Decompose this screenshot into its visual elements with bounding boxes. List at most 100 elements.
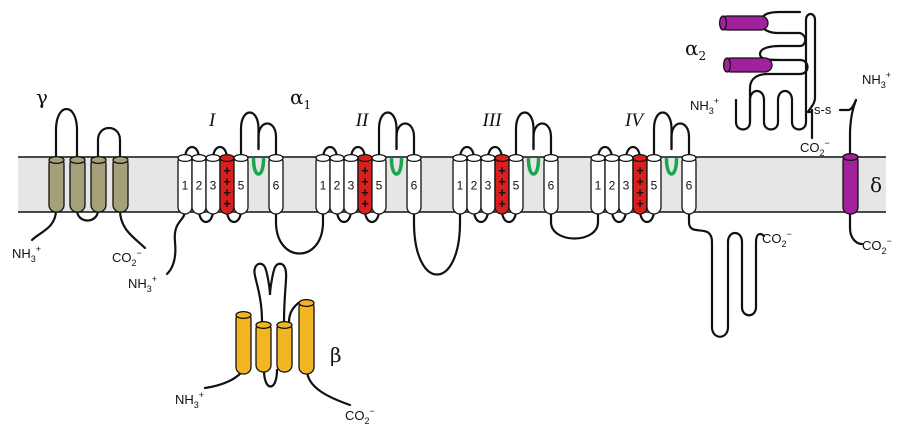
alpha1-c-terminus: CO2− <box>762 229 792 249</box>
segment-number: 2 <box>334 179 341 193</box>
charge-plus: + <box>498 185 506 200</box>
charge-plus: + <box>223 163 231 178</box>
beta-n-terminus: NH3+ <box>175 390 204 410</box>
charge-plus: + <box>361 174 369 189</box>
charge-plus: + <box>361 196 369 211</box>
pore-loop <box>664 157 679 176</box>
charge-plus: + <box>636 185 644 200</box>
segment-number: 6 <box>273 179 280 193</box>
domain-label: II <box>355 110 370 131</box>
svg-text:NH3+: NH3+ <box>175 390 204 410</box>
segment-number: 3 <box>210 179 217 193</box>
segment-number: 3 <box>623 179 630 193</box>
gamma-c-terminus: CO2− <box>112 248 142 268</box>
beta-subunit <box>203 262 352 407</box>
helix-s3: 3 <box>618 153 634 215</box>
alpha1-n-terminus: NH3+ <box>128 274 157 294</box>
helix-s3: 3 <box>343 153 359 215</box>
beta-helix <box>276 320 293 373</box>
segment-number: 6 <box>411 179 418 193</box>
segment-number: 1 <box>182 179 189 193</box>
svg-text:NH3+: NH3+ <box>128 274 157 294</box>
helix-s2: 2 <box>191 153 207 215</box>
gamma-label: γ <box>36 85 48 109</box>
membrane <box>18 157 886 212</box>
svg-text:CO2−: CO2− <box>862 236 892 256</box>
charge-plus: + <box>223 196 231 211</box>
charge-plus: + <box>498 196 506 211</box>
segment-number: 1 <box>320 179 327 193</box>
alpha1-label: α1 <box>290 85 311 112</box>
delta-subunit <box>842 98 864 246</box>
gamma-helix <box>48 155 65 213</box>
segment-number: 2 <box>196 179 203 193</box>
beta-c-terminus: CO2− <box>345 406 375 426</box>
alpha2-label: α2 <box>685 36 706 63</box>
alpha2-subunit <box>718 10 817 140</box>
segment-number: 5 <box>376 179 383 193</box>
helix-s3: 3 <box>205 153 221 215</box>
helix-s1: 1 <box>452 153 468 215</box>
delta-c-terminus: CO2− <box>862 236 892 256</box>
segment-number: 1 <box>595 179 602 193</box>
segment-number: 2 <box>471 179 478 193</box>
pore-loop <box>251 157 266 176</box>
segment-number: 5 <box>238 179 245 193</box>
gamma-helix <box>112 155 129 213</box>
helix-s1: 1 <box>177 153 193 215</box>
segment-number: 5 <box>513 179 520 193</box>
helix-s4: ++++ <box>219 153 235 215</box>
helix-s5: 5 <box>508 153 524 215</box>
svg-text:CO2−: CO2− <box>762 229 792 249</box>
helix-s4: ++++ <box>357 153 373 215</box>
svg-text:CO2−: CO2− <box>112 248 142 268</box>
charge-plus: + <box>498 174 506 189</box>
svg-text:NH3+: NH3+ <box>12 244 41 264</box>
alpha2-helix <box>718 15 769 31</box>
svg-text:α2: α2 <box>685 36 706 63</box>
svg-text:CO2−: CO2− <box>345 406 375 426</box>
segment-number: 6 <box>548 179 555 193</box>
helix-s6: 6 <box>681 153 697 215</box>
alpha2-c-terminus: CO2− <box>800 138 830 158</box>
beta-helix <box>255 320 272 373</box>
charge-plus: + <box>223 185 231 200</box>
gamma-subunit <box>30 108 147 250</box>
svg-text:NH3+: NH3+ <box>690 96 719 116</box>
helix-s1: 1 <box>315 153 331 215</box>
helix-s4: ++++ <box>494 153 510 215</box>
delta-label: δ <box>870 173 882 197</box>
svg-text:α1: α1 <box>290 85 311 112</box>
segment-number: 2 <box>609 179 616 193</box>
charge-plus: + <box>361 163 369 178</box>
alpha2-n-terminus: NH3+ <box>690 96 719 116</box>
helix-s4: ++++ <box>632 153 648 215</box>
beta-label: β <box>330 343 342 367</box>
helix-s5: 5 <box>233 153 249 215</box>
helix-s5: 5 <box>371 153 387 215</box>
beta-helix <box>298 298 315 375</box>
segment-number: 5 <box>651 179 658 193</box>
segment-number: 3 <box>485 179 492 193</box>
svg-text:NH3+: NH3+ <box>862 70 891 90</box>
helix-s2: 2 <box>466 153 482 215</box>
segment-number: 6 <box>686 179 693 193</box>
helix-s2: 2 <box>329 153 345 215</box>
domain-label: IV <box>624 110 645 131</box>
delta-helix <box>842 152 859 215</box>
charge-plus: + <box>361 185 369 200</box>
segment-number: 1 <box>457 179 464 193</box>
helix-s6: 6 <box>268 153 284 215</box>
gamma-n-terminus: NH3+ <box>12 244 41 264</box>
beta-helix <box>235 310 252 375</box>
helix-s5: 5 <box>646 153 662 215</box>
domain-label: I <box>208 110 217 131</box>
disulfide-bond-label: s-s <box>814 102 832 117</box>
gamma-helix <box>69 155 86 213</box>
delta-n-terminus: NH3+ <box>862 70 891 90</box>
charge-plus: + <box>498 163 506 178</box>
